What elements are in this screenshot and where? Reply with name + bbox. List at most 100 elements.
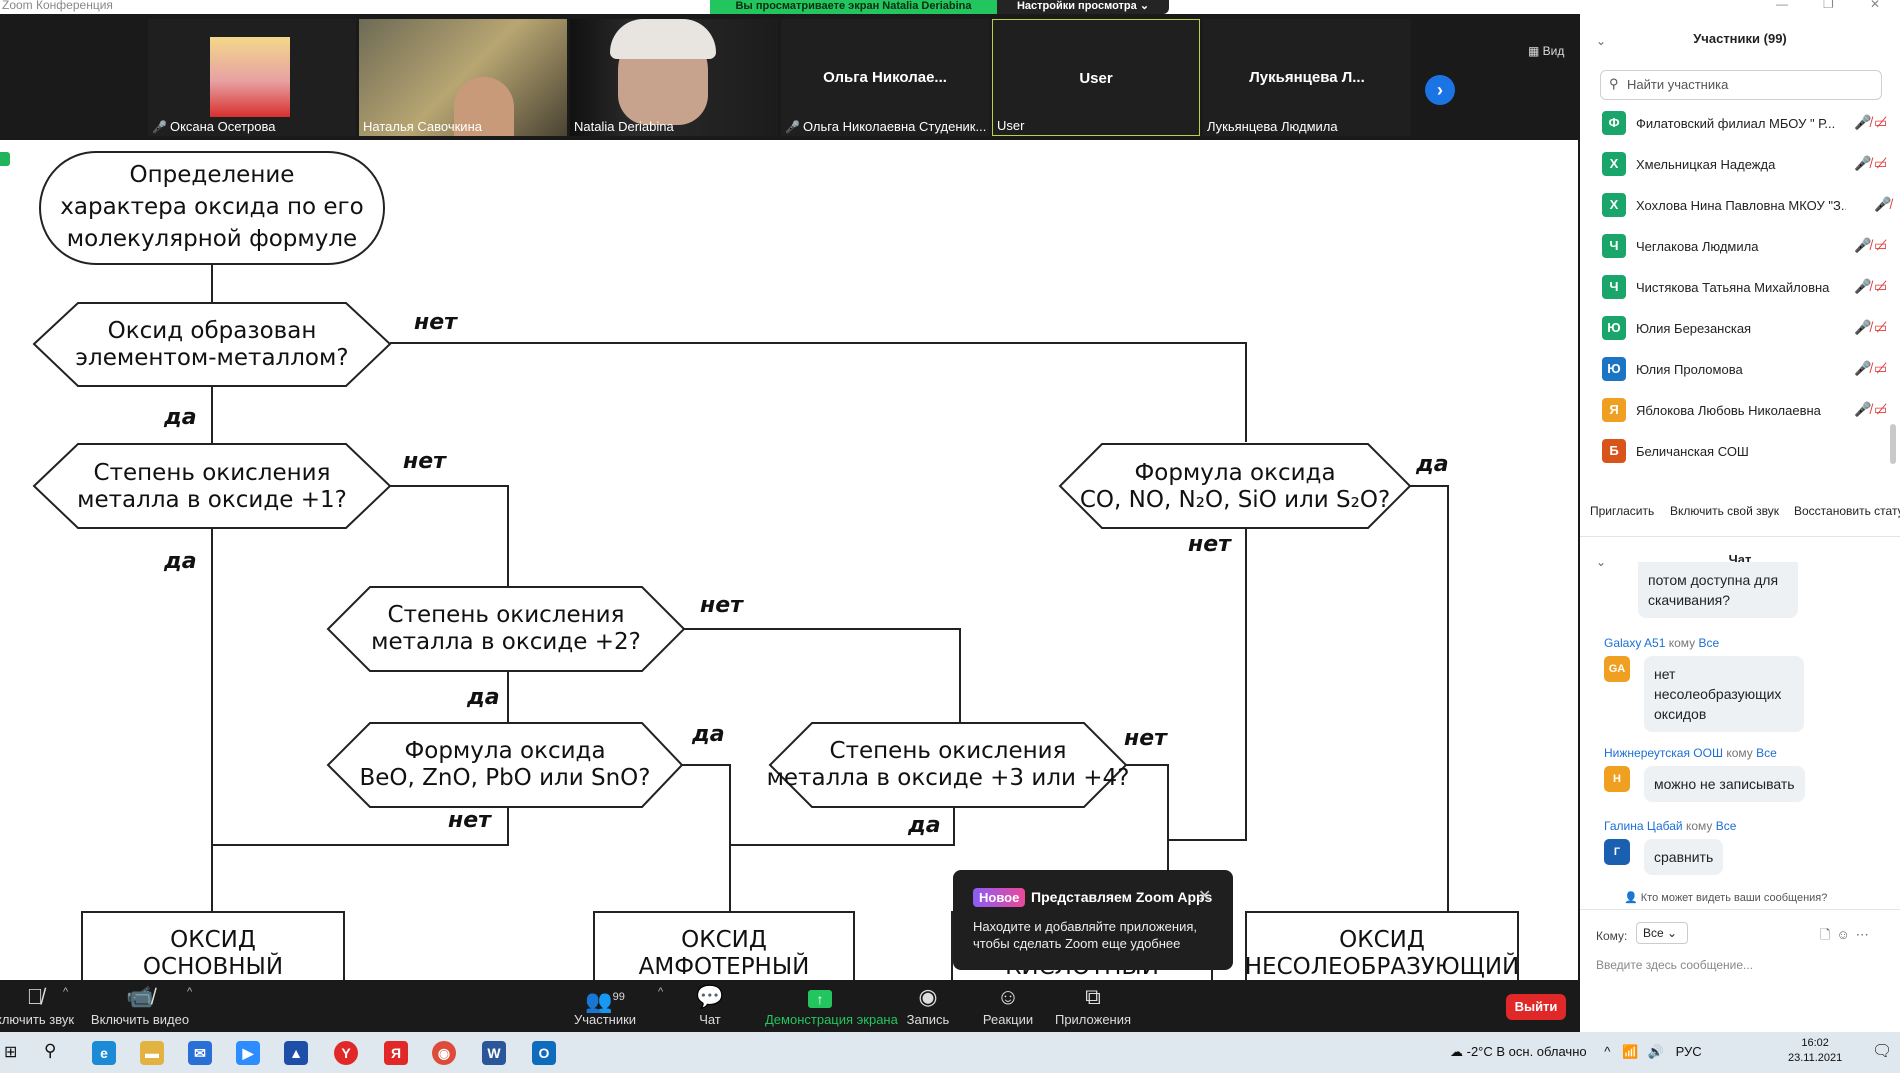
chat-bubble: можно не записывать xyxy=(1644,766,1805,802)
unmute-self-button[interactable]: Включить свой звук xyxy=(1670,504,1779,518)
start-video-button[interactable]: 📹̸ Включить видео ^ xyxy=(85,984,195,1027)
tile-big-name: User xyxy=(1079,70,1113,87)
chevron-down-icon[interactable]: ⌄ xyxy=(1596,34,1607,48)
mic-muted-icon[interactable]: 🎤̸ xyxy=(1854,401,1872,417)
chevron-up-icon[interactable]: ^ xyxy=(63,986,69,998)
close-icon[interactable]: ✕ xyxy=(1870,0,1881,11)
word-icon[interactable]: W xyxy=(482,1041,506,1065)
record-button[interactable]: ◉ Запись xyxy=(873,984,983,1027)
share-screen-button[interactable]: ↑ Демонстрация экрана xyxy=(765,984,898,1027)
chat-sender[interactable]: Нижнереутская ООШ xyxy=(1604,746,1723,760)
participant-row[interactable]: Х Хмельницкая Надежда 🎤̸ ▭̸ xyxy=(1602,149,1892,179)
mic-muted-icon[interactable]: 🎤̸ xyxy=(1854,278,1872,294)
who-can-see-link[interactable]: 👤 Кто может видеть ваши сообщения? xyxy=(1624,891,1827,904)
file-icon[interactable]: 🗋 xyxy=(1820,927,1837,942)
participants-button[interactable]: 👥99 Участники ^ xyxy=(550,984,664,1027)
chat-bubble: сравнить xyxy=(1644,839,1724,875)
mic-muted-icon[interactable]: 🎤̸ xyxy=(1854,155,1872,171)
participant-row[interactable]: Ю Юлия Березанская 🎤̸ ▭̸ xyxy=(1602,313,1892,343)
chat-sender[interactable]: Галина Цабай xyxy=(1604,819,1683,833)
chat-sender[interactable]: Galaxy A51 xyxy=(1604,636,1666,650)
video-tile-active-speaker[interactable]: User User xyxy=(992,19,1200,136)
restore-icon[interactable]: ❐ xyxy=(1823,0,1834,11)
video-tile[interactable]: Лукьянцева Л... Лукьянцева Людмила xyxy=(1203,19,1411,136)
yandex-browser-icon[interactable]: Y xyxy=(334,1041,358,1065)
zoom-icon[interactable]: ▶ xyxy=(236,1041,260,1065)
video-off-icon[interactable]: ▭̸ xyxy=(1874,155,1888,171)
restore-status-button[interactable]: Восстановить стату xyxy=(1794,504,1900,518)
view-settings-button[interactable]: Настройки просмотра ⌄ xyxy=(997,0,1169,14)
start-video-label: Включить видео xyxy=(90,1012,190,1027)
search-icon[interactable]: ⚲ xyxy=(44,1041,57,1060)
more-icon[interactable]: ⋯ xyxy=(1855,927,1875,942)
video-tile[interactable]: Наталья Савочкина xyxy=(359,19,567,136)
reactions-label: Реакции xyxy=(982,1012,1034,1027)
mic-muted-icon[interactable]: 🎤̸ xyxy=(1854,237,1872,253)
chevron-down-icon[interactable]: ⌄ xyxy=(1596,555,1607,569)
video-off-icon[interactable]: ▭̸ xyxy=(1874,360,1888,376)
flowchart: Определение характера оксида по его моле… xyxy=(32,151,1519,980)
chat-recipient-select[interactable]: Все ⌄ xyxy=(1636,922,1688,944)
participant-row[interactable]: Я Яблокова Любовь Николаевна 🎤̸ ▭̸ xyxy=(1602,395,1892,425)
reactions-button[interactable]: ☺ Реакции xyxy=(953,984,1063,1027)
video-off-icon[interactable]: ▭̸ xyxy=(1874,401,1888,417)
flow-no-label: нет xyxy=(414,310,458,335)
network-icon[interactable]: 📶 xyxy=(1621,1044,1639,1059)
participant-row[interactable]: Ч Чеглакова Людмила 🎤̸ ▭̸ xyxy=(1602,231,1892,261)
mic-muted-icon[interactable]: 🎤̸ xyxy=(1874,196,1892,212)
participant-search-input[interactable]: ⚲ Найти участника xyxy=(1600,70,1882,100)
participant-name: Яблокова Любовь Николаевна xyxy=(1636,403,1821,418)
mic-muted-icon[interactable]: 🎤̸ xyxy=(1854,319,1872,335)
participant-row[interactable]: Х Хохлова Нина Павловна МКОУ "З... 🎤̸ xyxy=(1602,190,1892,220)
flow-q6 xyxy=(1058,443,1412,529)
video-off-icon[interactable]: ▭̸ xyxy=(1874,278,1888,294)
chevron-up-icon[interactable]: ^ xyxy=(187,986,193,998)
flow-q2-line: Степень окисления xyxy=(94,460,331,486)
tray-chevron-icon[interactable]: ^ xyxy=(1604,1044,1611,1059)
mic-muted-icon[interactable]: 🎤̸ xyxy=(1854,114,1872,130)
yandex-icon[interactable]: Я xyxy=(384,1041,408,1065)
windows-start-icon[interactable]: ⊞ xyxy=(4,1044,18,1061)
participants-count: 99 xyxy=(612,991,625,1003)
app-icon[interactable]: ▲ xyxy=(284,1041,308,1065)
leave-button[interactable]: Выйти xyxy=(1506,994,1566,1020)
video-off-icon[interactable]: ▭̸ xyxy=(1874,319,1888,335)
mic-muted-icon[interactable]: 🎤̸ xyxy=(1854,360,1872,376)
participant-row[interactable]: Ю Юлия Проломова 🎤̸ ▭̸ xyxy=(1602,354,1892,384)
chrome-icon[interactable]: ◉ xyxy=(432,1041,456,1065)
speaker-icon[interactable]: 🔊 xyxy=(1647,1044,1664,1059)
edge-icon[interactable]: e xyxy=(92,1041,116,1065)
video-tile[interactable]: Ольга Николае... 🎤Ольга Николаевна Студе… xyxy=(781,19,989,136)
minimize-icon[interactable]: — xyxy=(1776,0,1788,11)
divider xyxy=(1580,909,1900,910)
unmute-button[interactable]: 🎙̸ ключить звук ^ xyxy=(0,984,90,1027)
chevron-up-icon[interactable]: ^ xyxy=(658,986,664,998)
participant-name: Юлия Березанская xyxy=(1636,321,1752,336)
apps-button[interactable]: ⧉ Приложения xyxy=(1038,984,1148,1027)
mic-muted-icon: 🎤 xyxy=(152,120,167,134)
mail-icon[interactable]: ✉ xyxy=(188,1041,212,1065)
folder-icon[interactable]: ▬ xyxy=(140,1041,164,1065)
video-tile[interactable]: Natalia Deriabina xyxy=(570,19,778,136)
participant-row[interactable]: Ф Филатовский филиал МБОУ " Р... 🎤̸ ▭̸ xyxy=(1602,108,1892,138)
participant-row[interactable]: Ч Чистякова Татьяна Михайловна 🎤̸ ▭̸ xyxy=(1602,272,1892,302)
system-clock[interactable]: 16:02 23.11.2021 xyxy=(1788,1036,1842,1066)
tile-name: Наталья Савочкина xyxy=(363,119,482,134)
chat-button[interactable]: 💬 Чат xyxy=(655,984,765,1027)
view-button[interactable]: ▦ Вид xyxy=(1528,44,1564,58)
video-off-icon[interactable]: ▭̸ xyxy=(1874,114,1888,130)
next-page-button[interactable]: › xyxy=(1425,75,1455,105)
window-titlebar: Zoom Конференция Вы просматриваете экран… xyxy=(0,0,1900,14)
weather-text[interactable]: -2°C В осн. облачно xyxy=(1466,1044,1587,1059)
close-icon[interactable]: ✕ xyxy=(1198,888,1212,905)
invite-button[interactable]: Пригласить xyxy=(1590,504,1655,518)
outlook-icon[interactable]: O xyxy=(532,1041,556,1065)
video-off-icon[interactable]: ▭̸ xyxy=(1874,237,1888,253)
participant-scrollbar[interactable] xyxy=(1890,424,1896,464)
notification-icon[interactable]: 🗨 xyxy=(1872,1043,1893,1060)
language-indicator[interactable]: РУС xyxy=(1675,1044,1702,1059)
emoji-icon[interactable]: ☺ xyxy=(1836,927,1856,942)
chat-message-input[interactable]: Введите здесь сообщение... xyxy=(1596,958,1754,972)
participant-row[interactable]: Б Беличанская СОШ xyxy=(1602,436,1892,466)
video-tile[interactable]: 🎤Оксана Осетрова xyxy=(148,19,356,136)
